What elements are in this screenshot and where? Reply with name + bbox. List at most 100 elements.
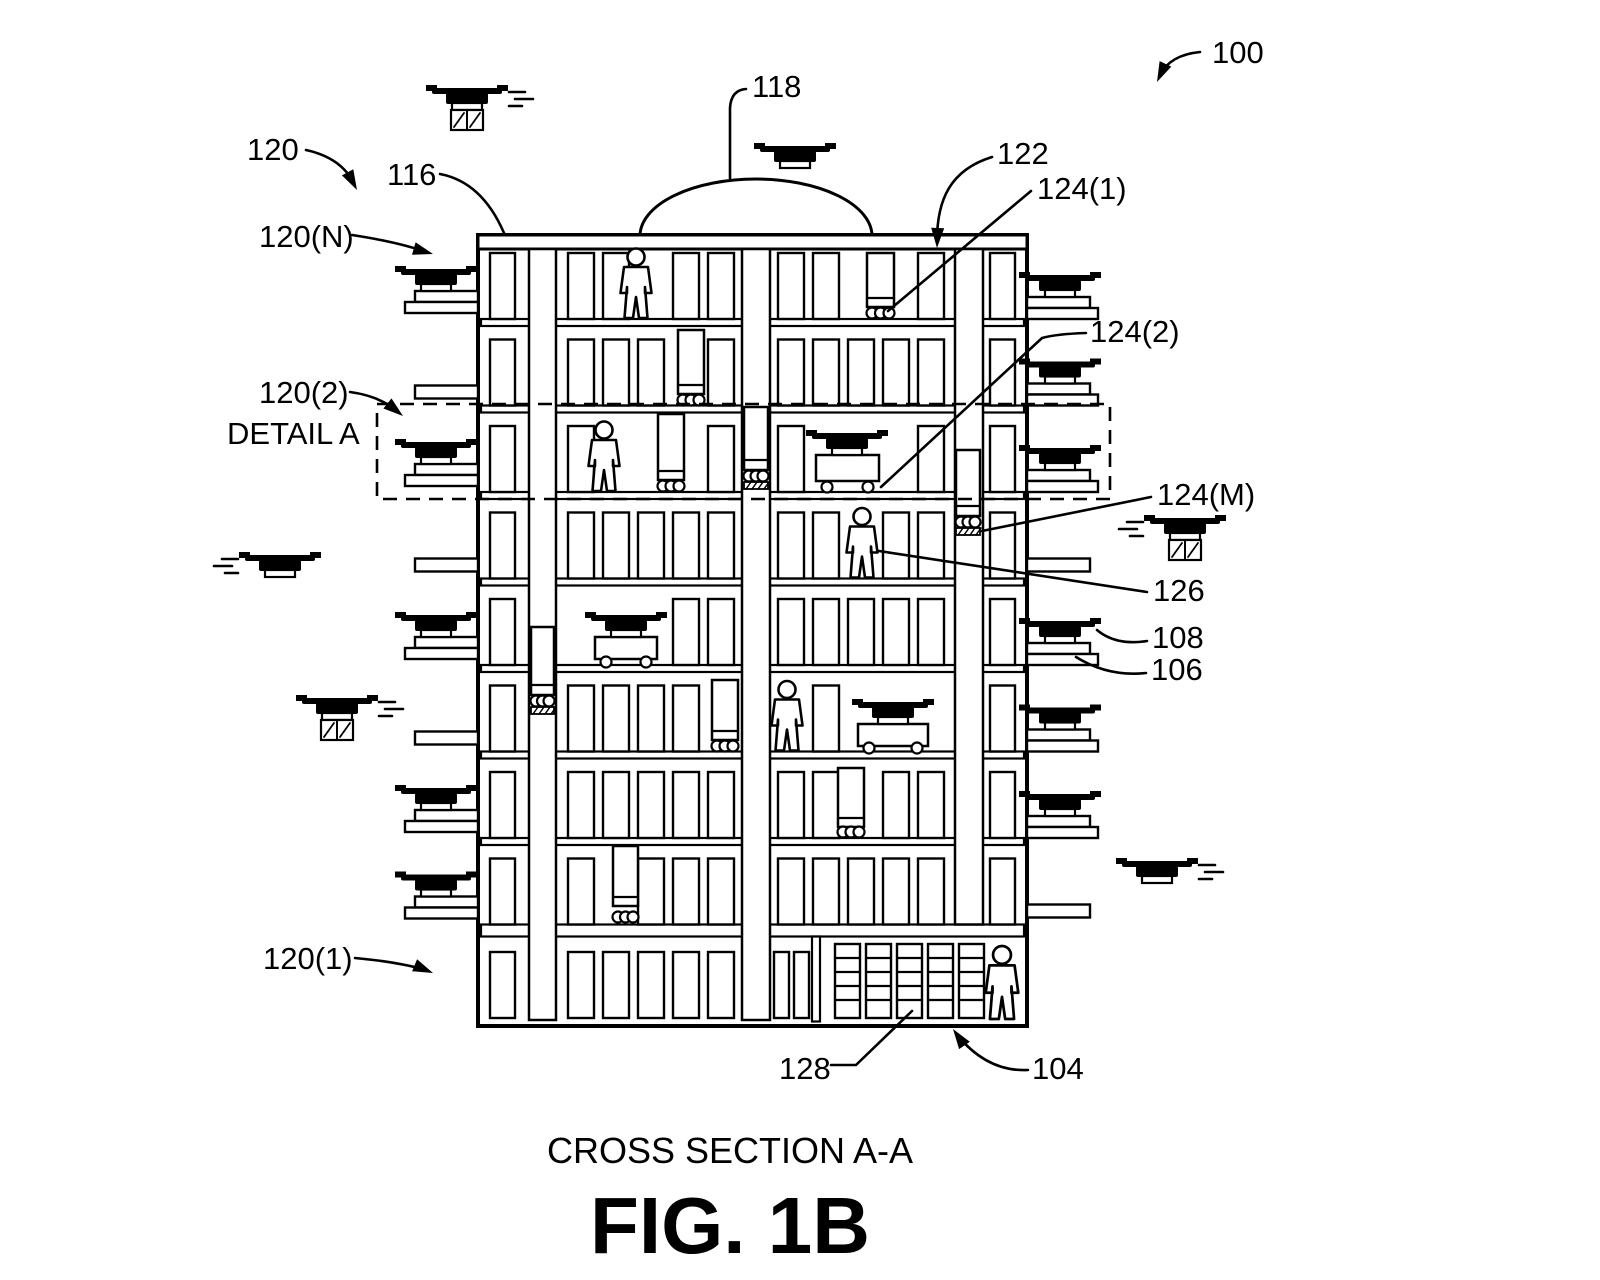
storage-slot	[846, 597, 876, 667]
drone-icon	[852, 699, 934, 726]
shelf-rack-frame	[864, 942, 893, 1020]
storage-pod-icon	[836, 766, 866, 839]
storage-slot	[601, 770, 631, 840]
motion-dash-lines	[1117, 520, 1145, 538]
drone-icon	[1019, 704, 1101, 731]
elevator-shaft	[740, 247, 772, 1022]
outline-rect	[1025, 739, 1100, 753]
figure-number: FIG. 1B	[590, 1181, 870, 1270]
drone-icon	[1019, 445, 1101, 472]
person-icon	[587, 420, 621, 493]
ref-label-124-1: 124(1)	[1037, 171, 1127, 206]
storage-slot	[811, 684, 841, 753]
storage-slot	[846, 338, 876, 407]
storage-slot	[601, 511, 631, 580]
leader-line-106	[1074, 655, 1148, 675]
ref-label-106: 106	[1151, 652, 1203, 687]
leader-arrowhead-122	[931, 227, 945, 248]
drone-icon	[395, 439, 477, 466]
drone-cart-icon	[585, 612, 667, 669]
outline-rect	[413, 730, 480, 746]
elevator-pod-icon	[742, 405, 770, 490]
storage-slot	[916, 770, 946, 840]
ground-door-slot	[566, 950, 596, 1020]
shelf-rack	[895, 942, 924, 1020]
landing-platform	[1025, 903, 1092, 919]
detail-a-label: DETAIL A	[227, 416, 360, 451]
ref-label-120N: 120(N)	[259, 219, 354, 254]
storage-slot	[916, 424, 946, 494]
package-icon	[319, 718, 355, 742]
storage-slot	[706, 511, 736, 580]
drone-icon	[1116, 858, 1225, 885]
storage-slot	[881, 857, 911, 926]
storage-slot	[881, 597, 911, 667]
shelf-rack	[957, 942, 986, 1020]
outline-rect	[413, 462, 480, 477]
caption-cross-section: CROSS SECTION A-A	[547, 1130, 913, 1171]
outline-rect	[1025, 814, 1092, 829]
outline-rect	[1025, 903, 1092, 919]
drone-icon	[1117, 515, 1226, 562]
storage-slot	[988, 684, 1017, 753]
ground-door-slot	[706, 950, 736, 1020]
person-icon	[770, 679, 804, 752]
drone-icon	[395, 612, 477, 639]
ref-label-124-2: 124(2)	[1090, 314, 1180, 349]
leader-line-126	[877, 549, 1149, 594]
landing-platform	[395, 871, 480, 920]
ground-door-slot	[636, 950, 666, 1020]
storage-slot	[776, 597, 806, 667]
roof-dome	[638, 177, 874, 237]
ground-door-slot	[671, 950, 701, 1020]
landing-platform	[395, 439, 480, 488]
ref-label-100: 100	[1212, 35, 1264, 70]
storage-slot	[706, 857, 736, 926]
leader-line-122	[935, 155, 994, 243]
landing-platform	[1019, 704, 1101, 753]
outline-rect	[403, 906, 480, 920]
outline-rect	[413, 808, 480, 823]
ground-door-slot	[488, 950, 517, 1020]
storage-slot	[488, 770, 517, 840]
outline-rect	[413, 557, 480, 573]
storage-slot	[811, 338, 841, 407]
landing-platform	[1019, 272, 1101, 321]
leader-line-108	[1095, 628, 1149, 644]
outline-rect	[1025, 641, 1092, 656]
drone-icon	[1019, 358, 1101, 385]
storage-slot	[706, 770, 736, 840]
package-icon	[449, 108, 485, 132]
elevator-pod-icon	[954, 448, 982, 536]
ref-label-116: 116	[387, 157, 436, 192]
drone-icon	[806, 430, 888, 457]
storage-slot	[776, 338, 806, 407]
outline-rect	[1025, 479, 1100, 494]
storage-slot	[636, 770, 666, 840]
storage-slot	[811, 511, 841, 580]
shelf-rack	[864, 942, 893, 1020]
landing-platform	[1019, 358, 1101, 407]
leader-arrowhead-120-1	[412, 959, 433, 973]
storage-pod-icon	[865, 251, 896, 320]
storage-slot	[636, 684, 666, 753]
leader-arrowhead-120-2	[383, 398, 403, 416]
person-icon	[619, 247, 653, 320]
outline-rect	[403, 473, 480, 488]
storage-slot	[671, 597, 701, 667]
storage-slot	[488, 424, 517, 494]
package-icon	[1167, 538, 1203, 562]
landing-platform	[413, 384, 480, 400]
ground-divider-wall	[810, 935, 822, 1023]
storage-slot	[811, 770, 841, 840]
storage-slot	[776, 251, 806, 321]
drone-icon	[395, 871, 477, 898]
storage-slot	[671, 251, 701, 321]
outline-rect	[1025, 557, 1092, 573]
leader-line-124-2	[879, 331, 1088, 489]
outline-rect	[1025, 306, 1100, 321]
storage-slot	[566, 338, 596, 407]
landing-platform	[1019, 445, 1101, 494]
